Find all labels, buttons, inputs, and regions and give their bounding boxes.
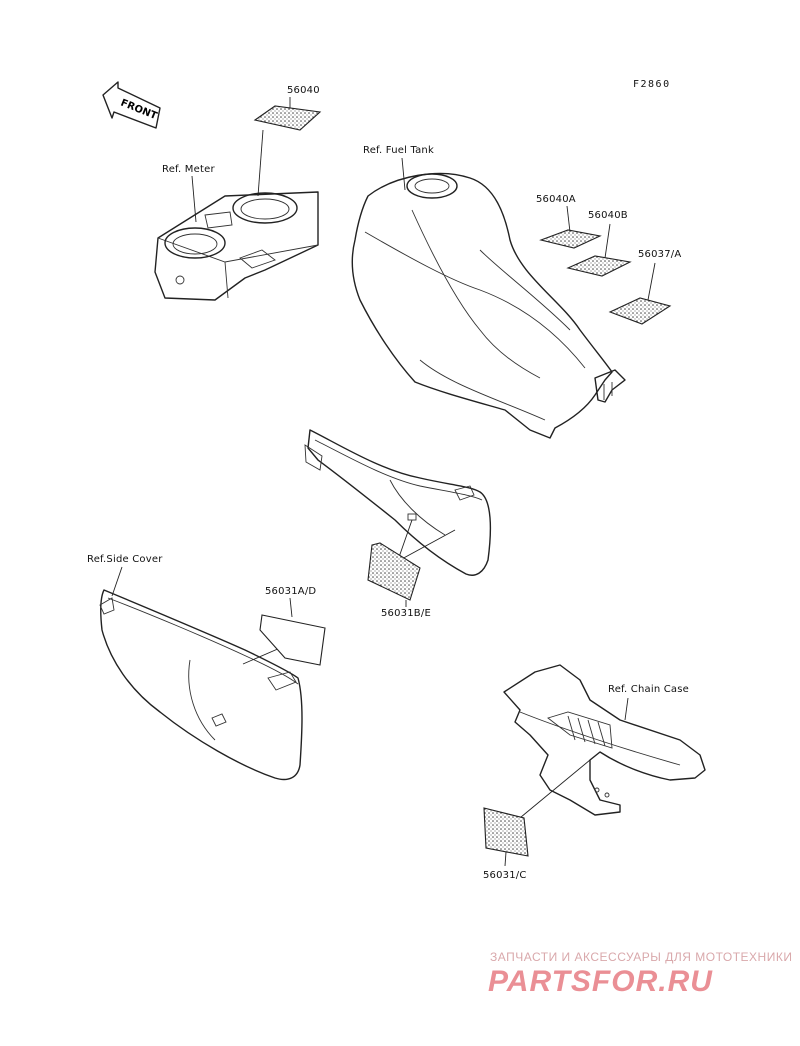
part-number-56040b: 56040B <box>588 210 628 221</box>
part-number-56040: 56040 <box>287 85 320 96</box>
ref-meter-label: Ref. Meter <box>162 164 215 175</box>
part-number-56031c: 56031/C <box>483 870 527 881</box>
label-56037a <box>608 262 672 325</box>
ref-fuel-tank-label: Ref. Fuel Tank <box>363 145 434 156</box>
label-56031ad <box>259 597 326 666</box>
front-arrow-icon: FRONT <box>102 81 161 129</box>
part-number-56031ad: 56031A/D <box>265 586 317 597</box>
chain-case <box>503 664 706 823</box>
label-56040b <box>566 223 632 277</box>
part-number-56037a: 56037/A <box>638 249 682 260</box>
diagram-code: F2860 <box>633 79 671 90</box>
label-56040 <box>253 97 322 197</box>
part-number-56040a: 56040A <box>536 194 576 205</box>
label-56031be <box>367 542 421 607</box>
ref-side-cover-label: Ref.Side Cover <box>87 554 163 565</box>
fuel-tank <box>351 157 626 439</box>
ref-chain-case-label: Ref. Chain Case <box>608 684 690 695</box>
left-side-cover <box>99 566 303 781</box>
label-56031c <box>483 807 529 867</box>
watermark-caption: ЗАПЧАСТИ И АКСЕССУАРЫ ДЛЯ МОТОТЕХНИКИ <box>490 950 793 964</box>
part-number-56031be: 56031B/E <box>381 608 431 619</box>
meter-assembly <box>154 175 319 301</box>
front-arrow-label: FRONT <box>119 98 159 123</box>
label-56040a <box>539 205 602 249</box>
watermark-logo: PARTSFOR.RU <box>488 965 713 998</box>
right-side-cover <box>304 429 492 576</box>
